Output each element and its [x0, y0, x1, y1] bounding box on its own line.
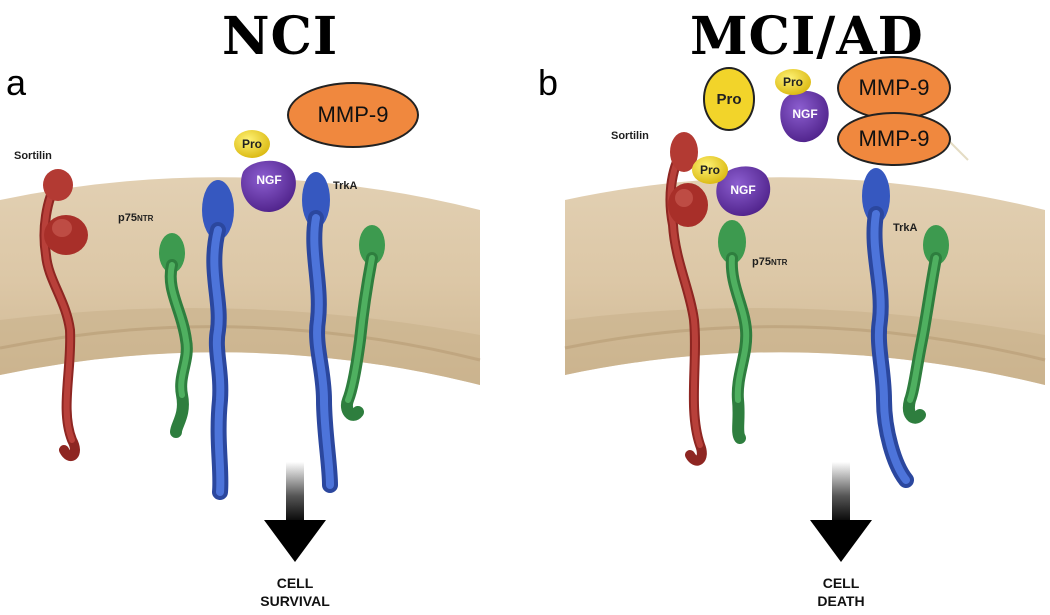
- ngf-molecule-b-top: [780, 90, 829, 143]
- p75-receptor-a-right: [341, 225, 385, 421]
- ngf-molecule-a: [241, 160, 296, 213]
- pro-domain-b-top: [775, 69, 811, 95]
- label-pro-b-top: Pro: [782, 75, 803, 89]
- trka-receptor-b: [862, 168, 914, 488]
- pro-domain-b-bound: [692, 156, 728, 184]
- label-p75-b-main: p75: [752, 256, 771, 268]
- pro-domain-a: [234, 130, 270, 158]
- outcome-b-line1: CELL: [822, 575, 860, 591]
- mmp-pointer-line: [947, 139, 969, 161]
- p75-receptor-a: [159, 233, 193, 438]
- trka-receptor-a-left: [202, 180, 234, 500]
- ngf-molecule-b-bound: [716, 166, 771, 217]
- label-pro-b-free: Pro: [716, 90, 742, 108]
- mmp9-oval-b-2: MMP-9: [837, 112, 951, 166]
- label-ngf-b-top: NGF: [792, 107, 818, 121]
- label-trka-a: TrkA: [333, 180, 358, 192]
- sortilin-receptor-a: [39, 169, 88, 461]
- outcome-a: CELL SURVIVAL: [230, 574, 360, 610]
- label-sortilin-a: Sortilin: [14, 150, 52, 162]
- label-p75-b-sub: NTR: [770, 258, 788, 267]
- p75-receptor-b-right: [903, 225, 949, 424]
- sortilin-receptor-b: [665, 132, 708, 466]
- label-ngf-a: NGF: [256, 173, 282, 187]
- trka-receptor-a-right: [302, 172, 338, 493]
- label-trka-b: TrkA: [893, 222, 918, 234]
- label-p75-b: p75NTR: [752, 256, 787, 268]
- outcome-a-line2: SURVIVAL: [260, 593, 330, 609]
- outcome-b-line2: DEATH: [817, 593, 865, 609]
- label-pro-a: Pro: [241, 137, 262, 151]
- arrow-down-icon-a: [264, 462, 326, 562]
- outcome-b: CELL DEATH: [776, 574, 906, 610]
- panel-letter-a: a: [6, 62, 27, 103]
- pro-domain-b-free: [703, 67, 755, 131]
- panel-letter-b: b: [538, 62, 559, 103]
- label-p75-a: p75NTR: [118, 212, 153, 224]
- outcome-a-line1: CELL: [276, 575, 314, 591]
- title-nci: NCI: [222, 6, 339, 67]
- label-ngf-b-bound: NGF: [730, 183, 756, 197]
- label-sortilin-b: Sortilin: [611, 130, 649, 142]
- label-p75-a-main: p75: [118, 212, 137, 224]
- label-pro-b-bound: Pro: [699, 163, 720, 177]
- mmp9-oval-a: MMP-9: [287, 82, 419, 148]
- arrow-down-icon-b: [810, 462, 872, 562]
- membrane-b: [564, 177, 1046, 385]
- mmp9-oval-b-1: MMP-9: [837, 56, 951, 120]
- p75-receptor-b: [718, 220, 753, 444]
- label-p75-a-sub: NTR: [136, 214, 154, 223]
